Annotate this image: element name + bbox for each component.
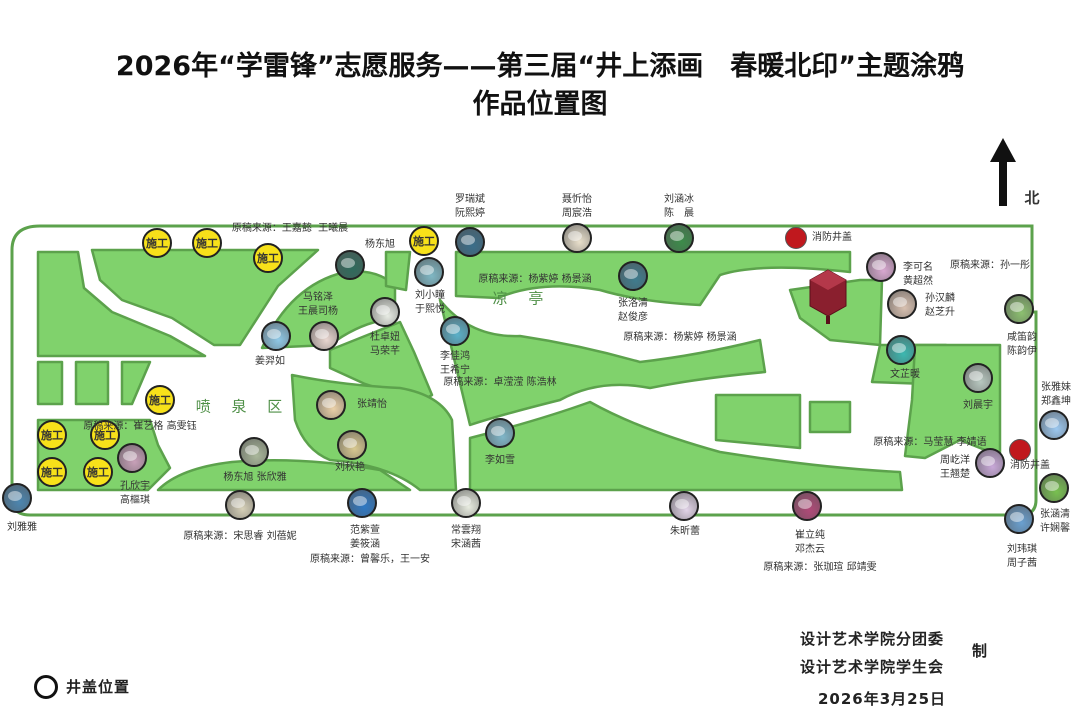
credit-org1: 设计艺术学院分团委 [800,630,945,648]
artwork-marker [975,448,1005,478]
north-arrow-icon [990,138,1016,206]
credit-date: 2026年3月25日 [818,690,947,708]
artwork-source: 原稿来源：曾馨乐，王一安 [310,554,430,565]
construction-marker: 施工 [145,385,175,415]
artwork-marker [335,250,365,280]
area-fountain: 喷 泉 区 [195,397,291,416]
artwork-marker [347,488,377,518]
credit-made: 制 [972,642,989,660]
artwork-marker [887,289,917,319]
artwork-marker [261,321,291,351]
legend-label: 井盖位置 [66,678,131,696]
artwork-marker [562,223,592,253]
artwork-marker [451,488,481,518]
artwork-marker [337,430,367,460]
credit-org2: 设计艺术学院学生会 [800,658,945,676]
artwork-marker [963,363,993,393]
artwork-authors: 朱昕蕾 [670,526,700,537]
artwork-authors: 李如雪 [485,455,515,466]
artwork-marker [455,227,485,257]
page-title: 2026年“学雷锋”志愿服务——第三届“井上添画 春暖北印”主题涂鸦 [115,51,965,82]
artwork-authors: 杨东旭 张欣雅 [223,472,287,483]
artwork-marker [414,257,444,287]
construction-marker: 施工 [37,420,67,450]
artwork-authors: 咸笛韵 陈韵伊 [1007,332,1037,357]
artwork-authors: 张洛清 赵俊彦 [618,298,648,323]
artwork-authors: 常雲翔 宋涵茜 [451,525,481,550]
artwork-authors: 罗瑞斌 阮熙婷 [455,194,485,219]
artwork-authors: 姜羿如 [255,356,285,367]
artwork-authors: 孔欣宇 高樞琪 [120,481,150,506]
artwork-marker [309,321,339,351]
hydrant-label: 消防井盖 [1010,460,1050,471]
artwork-source: 原稿来源：宋思睿 刘蓓妮 [183,531,297,542]
construction-marker: 施工 [142,228,172,258]
artwork-source: 原稿来源：崔艺格 高雯钰 [83,421,197,432]
artwork-source: 原稿来源：卓滢滢 陈浩林 [443,377,557,388]
artwork-marker [2,483,32,513]
artwork-authors: 刘小瞳 于熙悦 [415,290,445,315]
artwork-marker [1004,504,1034,534]
artwork-marker [225,490,255,520]
artwork-marker [370,297,400,327]
artwork-authors: 周屹洋 王翘楚 [940,455,970,480]
page-subtitle: 作品位置图 [472,89,608,120]
artwork-marker [485,418,515,448]
construction-marker: 施工 [37,457,67,487]
pavilion-cube-icon [809,269,847,324]
artwork-marker [866,252,896,282]
artwork-marker [440,316,470,346]
artwork-marker [618,261,648,291]
artwork-authors: 马铭泽 王晨司杨 [298,292,338,317]
artwork-authors: 张雅妹 郑鑫坤 [1041,382,1071,407]
artwork-authors: 杜卓妞 马荣芊 [370,332,400,357]
artwork-authors: 聂忻怡 周宸浩 [562,194,592,219]
construction-marker: 施工 [409,226,439,256]
manhole-legend-icon [34,675,58,699]
artwork-source: 原稿来源：杨紫婷 杨景涵 [623,332,737,343]
artwork-authors: 杨东旭 [365,239,395,250]
artwork-authors: 刘雅雅 [7,522,37,533]
artwork-source: 原稿来源：杨紫婷 杨景涵 [478,274,592,285]
artwork-authors: 张靖怡 [357,399,387,410]
artwork-marker [886,335,916,365]
artwork-marker [316,390,346,420]
construction-marker: 施工 [192,228,222,258]
artwork-authors: 范紫萱 姜筱涵 [350,525,380,550]
artwork-authors: 文芷暖 [890,369,920,380]
hydrant-marker [785,227,807,249]
artwork-authors: 张涵清 许娴馨 [1040,509,1070,534]
artwork-marker [117,443,147,473]
construction-marker: 施工 [83,457,113,487]
artwork-marker [1039,410,1069,440]
artwork-authors: 李佳鸿 王希宁 [440,351,470,376]
artwork-source: 原稿来源：孙一彤 [950,260,1030,271]
artwork-authors: 刘晨宇 [963,400,993,411]
area-pavilion: 凉 亭 [492,289,552,308]
artwork-marker [669,491,699,521]
artwork-authors: 孙汉麟 赵芝升 [925,293,955,318]
artwork-authors: 李可名 黄超然 [903,262,933,287]
artwork-marker [239,437,269,467]
artwork-authors: 崔立纯 邓杰云 [795,530,825,555]
artwork-source: 原稿来源：王嘉懿 王曦晨 [231,223,349,234]
construction-marker: 施工 [90,420,120,450]
artwork-source: 原稿来源：马莹慧 李婧语 [873,437,987,448]
artwork-marker [1004,294,1034,324]
artwork-authors: 刘玮琪 周子茜 [1007,544,1037,569]
artwork-authors: 刘秋艳 [335,462,365,473]
artwork-marker [792,491,822,521]
hydrant-label: 消防井盖 [812,232,852,243]
artwork-authors: 刘涵冰 陈 晨 [664,194,694,219]
artwork-marker [664,223,694,253]
artwork-marker [1039,473,1069,503]
north-label: 北 [1024,189,1040,207]
hydrant-marker [1009,439,1031,461]
construction-marker: 施工 [253,243,283,273]
artwork-source: 原稿来源：张珈瑄 邱靖雯 [763,562,877,573]
